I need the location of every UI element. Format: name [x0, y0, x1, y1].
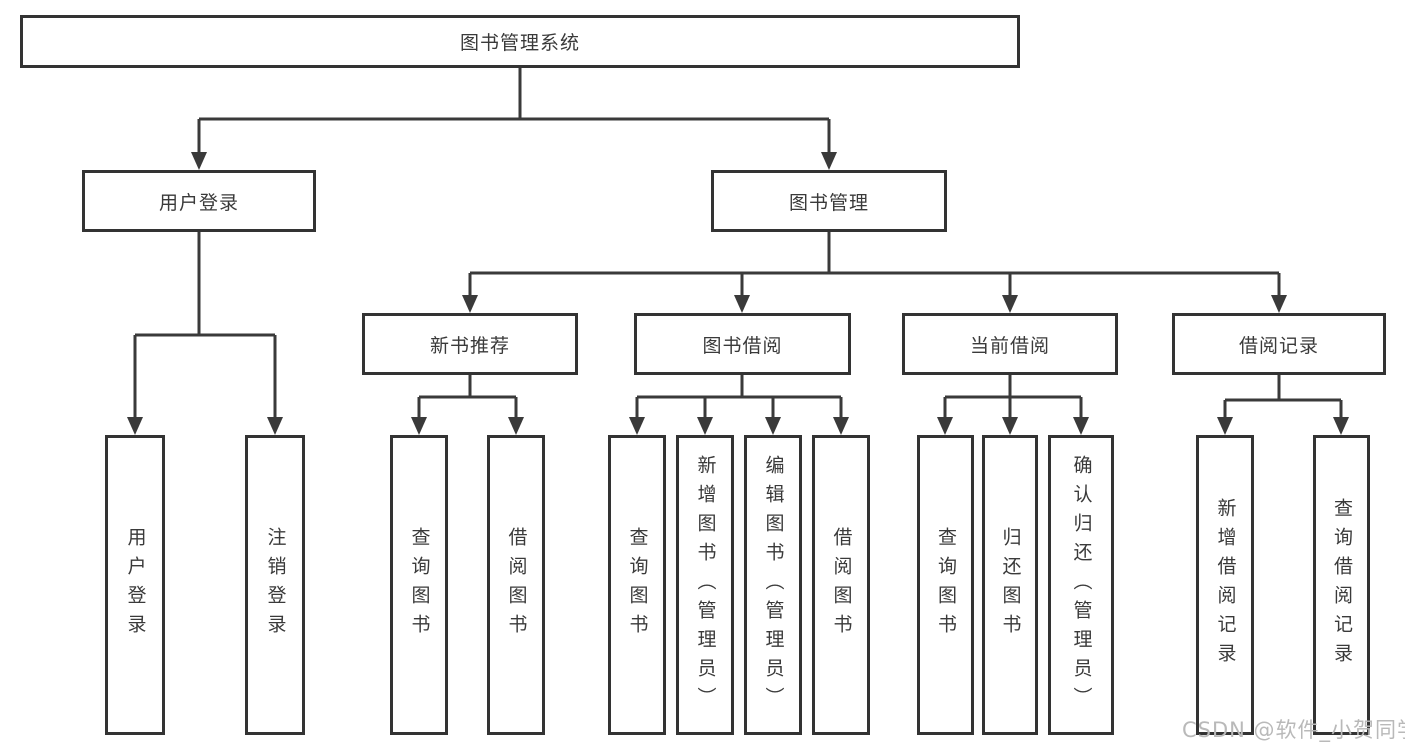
node-book-management-label: 图书管理 [788, 191, 869, 214]
node-user-login-label: 用户登录 [158, 191, 239, 214]
leaf-edit-book-admin-label: 编辑图书（管理员） [762, 454, 785, 716]
leaf-newbook-borrow: 借阅图书 [487, 435, 545, 735]
node-book-management: 图书管理 [711, 170, 947, 232]
connector-book-borrow [629, 375, 849, 435]
node-book-borrow-label: 图书借阅 [702, 334, 783, 357]
node-current-borrow-label: 当前借阅 [969, 334, 1050, 357]
leaf-logout-label: 注销登录 [264, 527, 287, 643]
node-new-book-recommend: 新书推荐 [362, 313, 578, 375]
leaf-query-borrow-record-label: 查询借阅记录 [1331, 498, 1353, 672]
connector-borrow-record [1217, 375, 1349, 435]
leaf-newbook-query-label: 查询图书 [408, 527, 431, 643]
leaf-logout: 注销登录 [245, 435, 305, 735]
node-book-borrow: 图书借阅 [634, 313, 851, 375]
leaf-borrow-query-label: 查询图书 [626, 527, 649, 643]
leaf-add-book-admin: 新增图书（管理员） [676, 435, 734, 735]
leaf-confirm-return-admin: 确认归还（管理员） [1048, 435, 1114, 735]
leaf-borrow-book: 借阅图书 [812, 435, 870, 735]
leaf-newbook-query: 查询图书 [390, 435, 448, 735]
node-root-label: 图书管理系统 [459, 32, 580, 54]
leaf-add-borrow-record-label: 新增借阅记录 [1214, 498, 1237, 672]
connector-book-management [462, 232, 1287, 313]
leaf-edit-book-admin: 编辑图书（管理员） [744, 435, 802, 735]
leaf-newbook-borrow-label: 借阅图书 [505, 527, 528, 643]
node-current-borrow: 当前借阅 [902, 313, 1118, 375]
connector-root [191, 68, 837, 170]
leaf-add-borrow-record: 新增借阅记录 [1196, 435, 1254, 735]
csdn-watermark: CSDN @软件_小贺同学 [1182, 718, 1405, 742]
leaf-current-query-label: 查询图书 [935, 527, 957, 643]
connector-user-login [127, 232, 283, 435]
node-borrow-record: 借阅记录 [1172, 313, 1386, 375]
leaf-current-query: 查询图书 [917, 435, 974, 735]
leaf-add-book-admin-label: 新增图书（管理员） [694, 454, 717, 716]
node-borrow-record-label: 借阅记录 [1238, 334, 1319, 357]
leaf-user-login: 用户登录 [105, 435, 165, 735]
node-root: 图书管理系统 [20, 15, 1020, 68]
connector-new-book [411, 375, 524, 435]
leaf-return-book: 归还图书 [982, 435, 1038, 735]
leaf-return-book-label: 归还图书 [999, 527, 1022, 643]
node-user-login: 用户登录 [82, 170, 316, 232]
leaf-query-borrow-record: 查询借阅记录 [1313, 435, 1370, 735]
leaf-confirm-return-admin-label: 确认归还（管理员） [1070, 454, 1093, 716]
leaf-user-login-label: 用户登录 [124, 527, 147, 643]
node-new-book-recommend-label: 新书推荐 [429, 334, 510, 357]
leaf-borrow-query: 查询图书 [608, 435, 666, 735]
leaf-borrow-book-label: 借阅图书 [830, 527, 853, 643]
connector-current-borrow [937, 375, 1089, 435]
